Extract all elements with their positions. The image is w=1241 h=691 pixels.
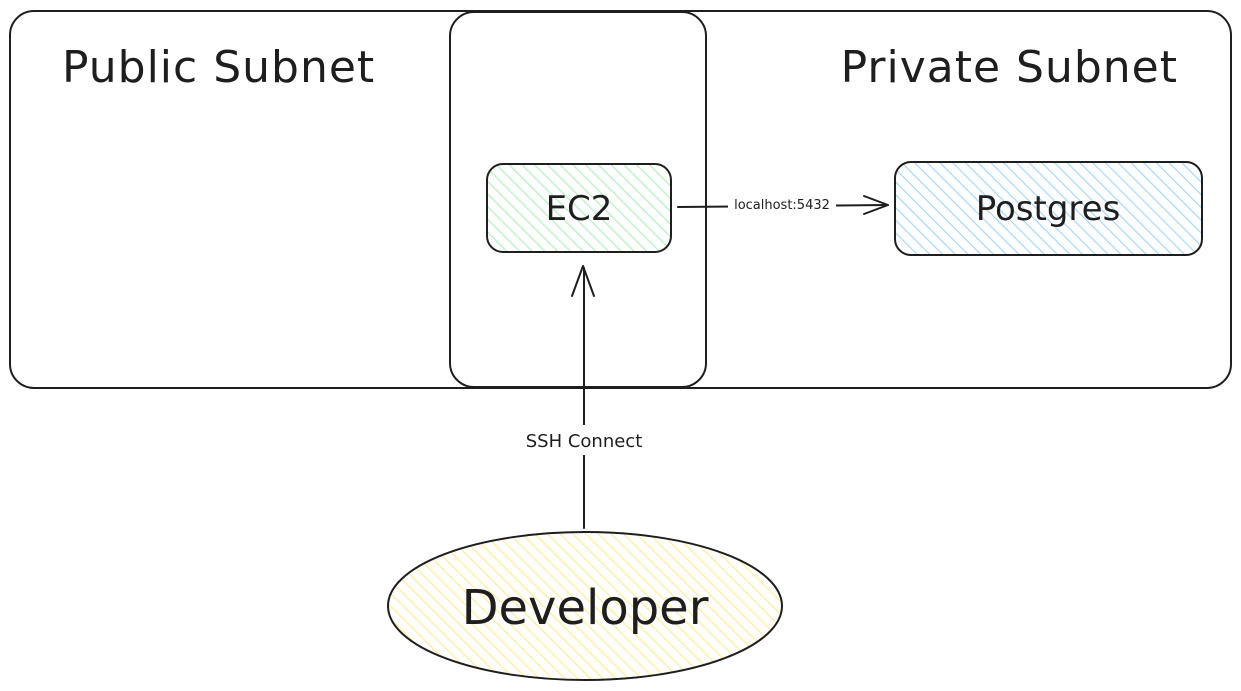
ssh-connect-arrow: SSH Connect: [512, 265, 654, 529]
developer-node[interactable]: Developer: [387, 531, 783, 681]
db-tunnel-label-bg: [728, 194, 836, 214]
postgres-label: Postgres: [976, 189, 1121, 229]
ssh-connect-arrowhead: [571, 265, 595, 297]
ssh-connect-label-bg: [512, 425, 654, 455]
db-tunnel-arrow: localhost:5432: [677, 194, 889, 215]
postgres-box: [894, 161, 1203, 256]
db-tunnel-arrowhead: [863, 195, 889, 215]
developer-ellipse: [387, 531, 783, 681]
public-subnet-label: Public Subnet: [62, 42, 375, 93]
bastion-zone: [449, 11, 707, 388]
developer-label: Developer: [462, 580, 709, 636]
ec2-label: EC2: [546, 189, 613, 229]
postgres-node[interactable]: Postgres: [894, 161, 1203, 256]
ssh-connect-label: SSH Connect: [526, 431, 643, 452]
ec2-box: [486, 163, 672, 253]
private-subnet-label: Private Subnet: [841, 42, 1178, 93]
db-tunnel-label: localhost:5432: [734, 198, 830, 213]
ec2-node[interactable]: EC2: [486, 163, 672, 253]
